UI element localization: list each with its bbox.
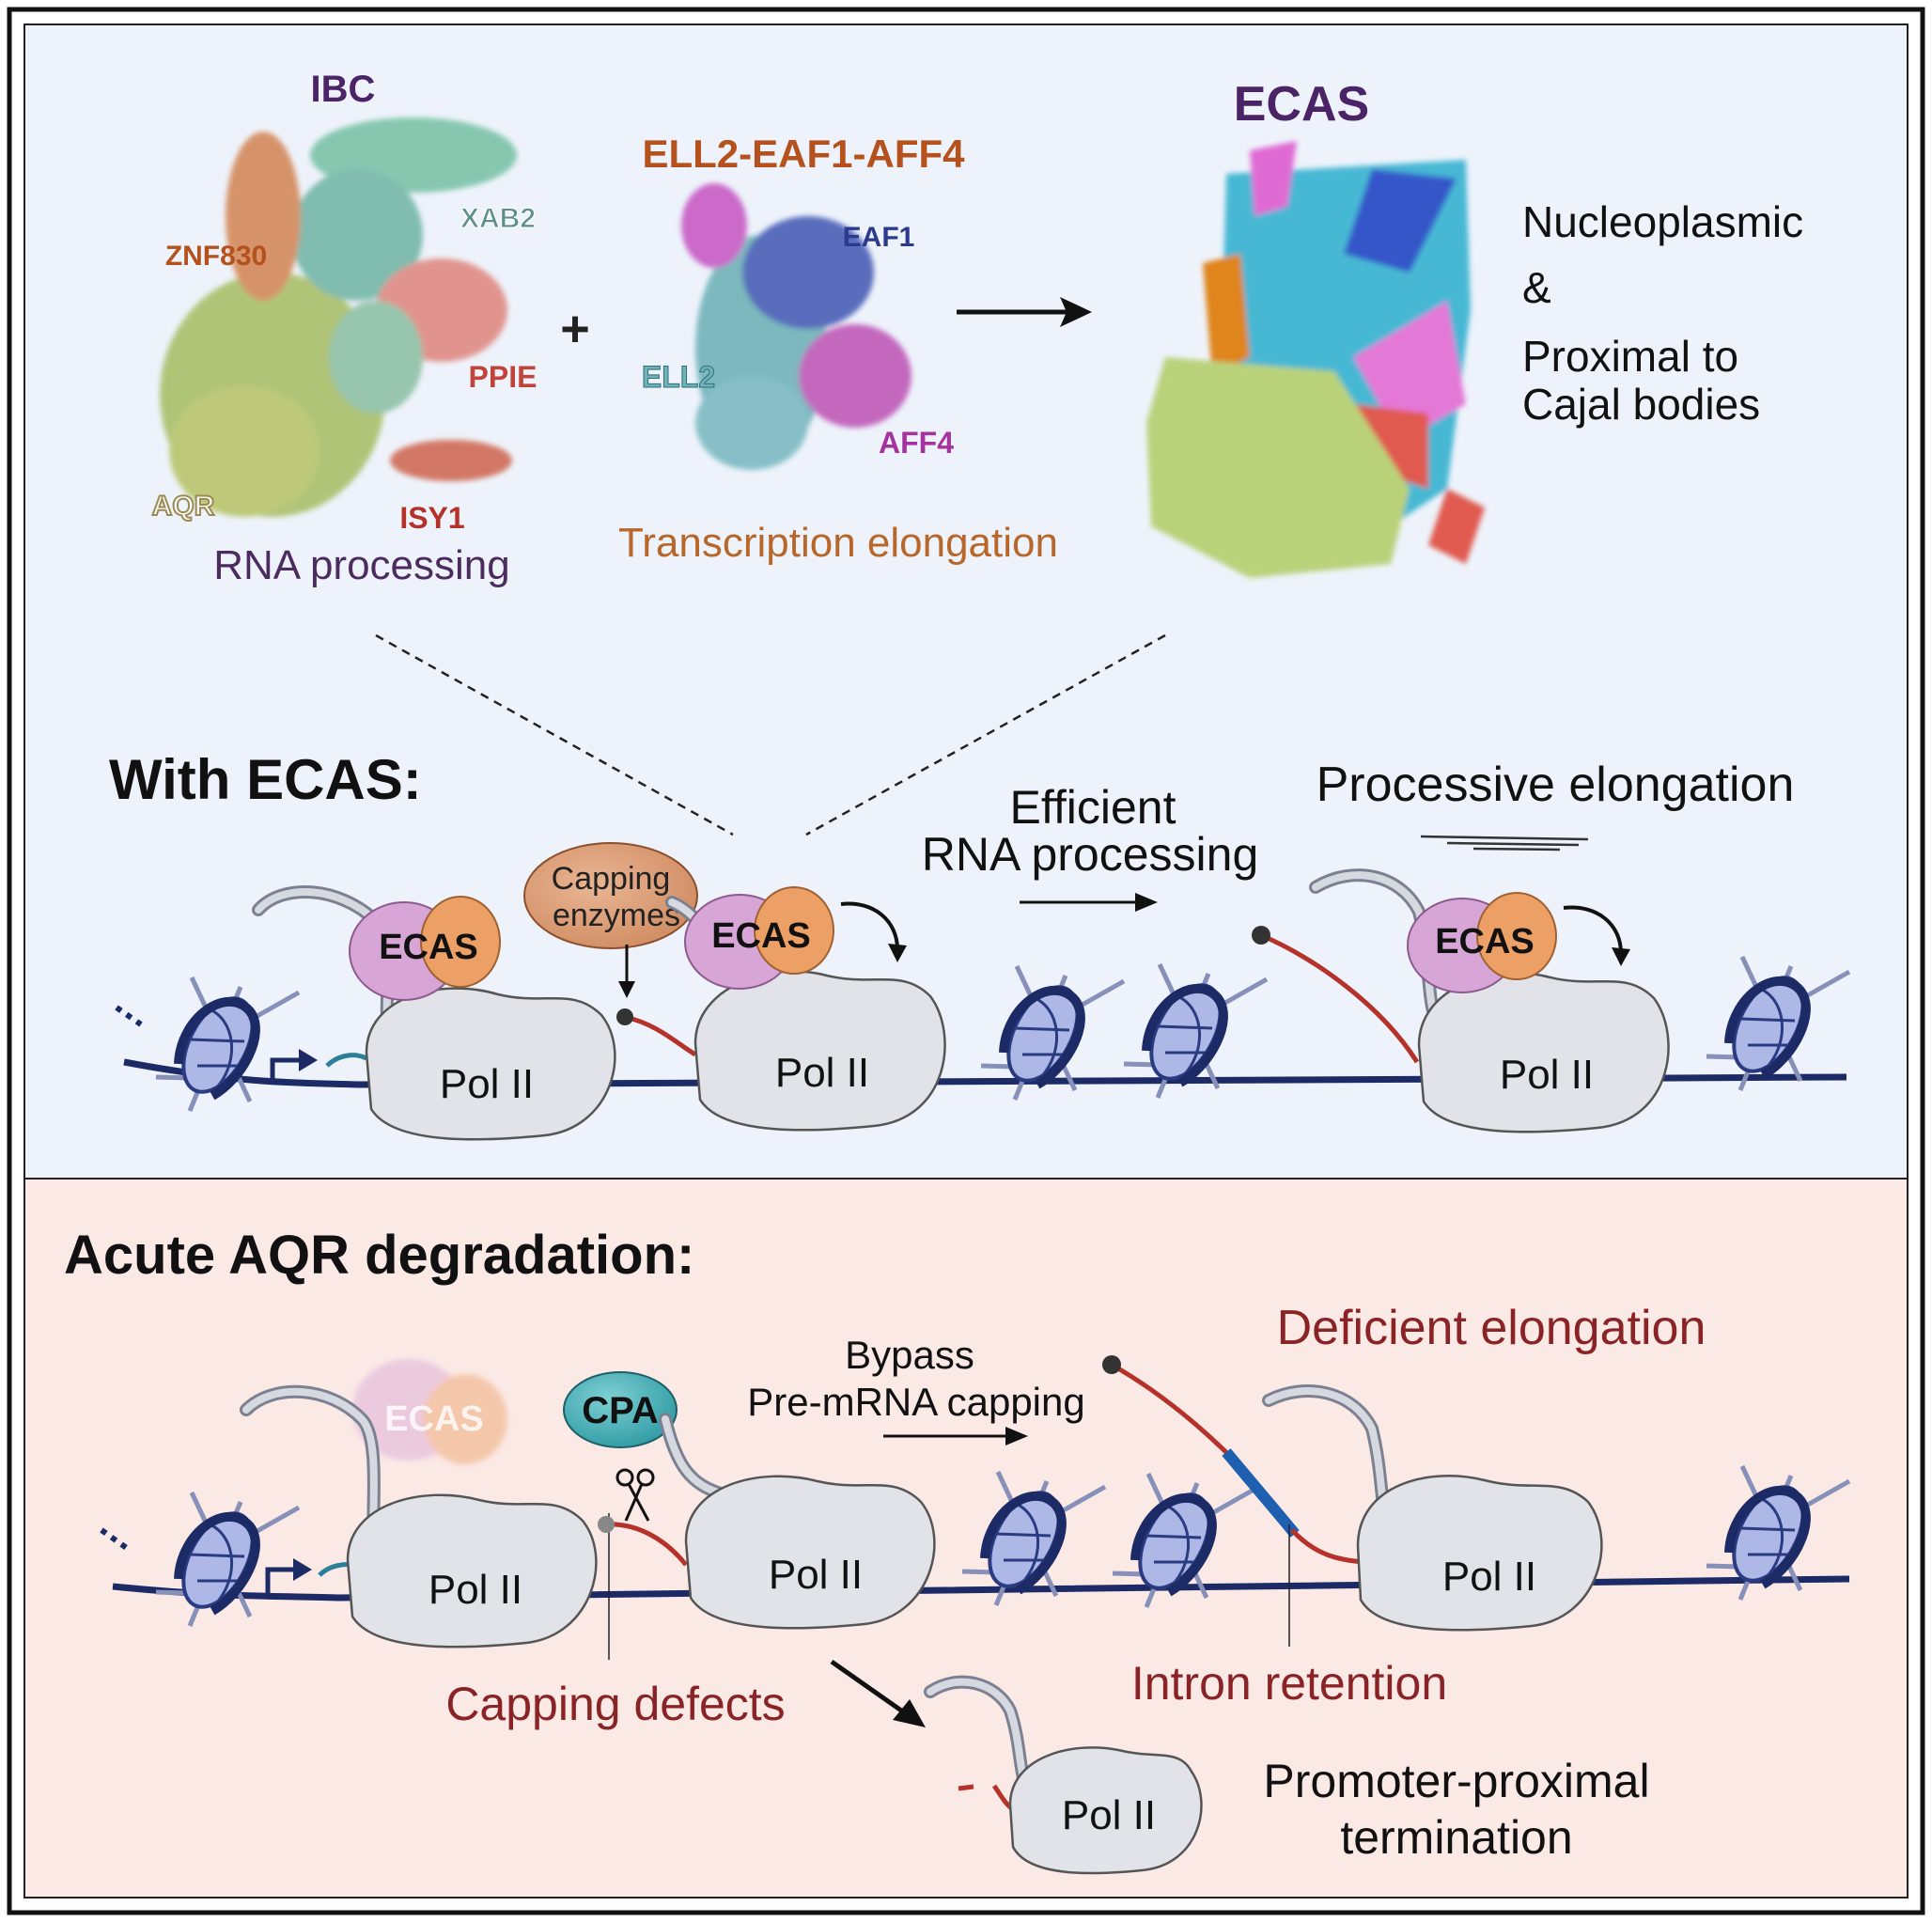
pol-ii-label: Pol II (428, 1567, 522, 1613)
ecas-label: ECAS (711, 916, 811, 956)
pol-ii-label: Pol II (440, 1061, 534, 1107)
pol-ii-label: Pol II (1442, 1554, 1536, 1600)
capping-enzymes-line-2: enzymes (553, 898, 680, 933)
ecas-note-line-3: Proximal to (1522, 332, 1738, 381)
promoter-arrow (265, 1567, 293, 1595)
bypass-line-2: Pre-mRNA capping (747, 1380, 1084, 1424)
ibc-subunit-znf830: ZNF830 (165, 241, 267, 272)
with-ecas-dna (115, 1005, 1847, 1088)
ecas-complex: ECAS (349, 896, 501, 1001)
ell-subunit-ell2: ELL2 (642, 360, 715, 394)
promoter-arrowhead (293, 1558, 312, 1581)
promoter-proximal-line-2: termination (1340, 1811, 1572, 1864)
ecas-structure (1146, 141, 1485, 578)
pol-ii-complex: Pol II (598, 1413, 936, 1630)
ecas-note-line-2: & (1522, 263, 1551, 312)
nascent-rna-stub (325, 1053, 368, 1068)
promoter-arrowhead (299, 1049, 318, 1071)
terminated-pol-ii: Pol II (924, 1675, 1203, 1875)
assembly-arrow (957, 297, 1092, 327)
ibc-subunit-xab2: XAB2 (460, 203, 536, 234)
ibc-title: IBC (311, 69, 376, 110)
faded-ecas-label: ECAS (384, 1399, 484, 1439)
ibc-subunit-aqr: AQR (152, 491, 215, 522)
pol-ii-complex: Pol II ECAS (1252, 868, 1670, 1133)
with-ecas-title: With ECAS: (109, 748, 422, 811)
promoter-arrow (270, 1057, 301, 1079)
ecas-label: ECAS (1435, 922, 1535, 961)
bypass-line-1: Bypass (845, 1333, 974, 1377)
ell-structure (681, 183, 911, 470)
pol-ii-complex: Pol II (1102, 1355, 1603, 1632)
deficient-elongation: Deficient elongation (1277, 1301, 1706, 1355)
ibc-subunit-isy1: ISY1 (399, 501, 464, 535)
ell-title: ELL2-EAF1-AFF4 (642, 132, 965, 176)
zoom-line-right (805, 633, 1166, 836)
intron-retention: Intron retention (1131, 1657, 1447, 1710)
motion-lines (1420, 835, 1589, 852)
efficient-arrowhead (1135, 893, 1158, 912)
pol-ii-label: Pol II (775, 1050, 869, 1096)
efficient-line-2: RNA processing (922, 828, 1259, 881)
cpa-complex: CPA (563, 1371, 678, 1448)
cpa-label: CPA (582, 1390, 658, 1431)
scissors-icon (615, 1468, 655, 1522)
ell-caption: Transcription elongation (618, 520, 1058, 566)
pol-ii-complex: Pol II ECAS (616, 886, 946, 1132)
pol-ii-label: Pol II (769, 1552, 863, 1598)
ibc-caption: RNA processing (213, 542, 509, 588)
capping-enzymes-line-1: Capping (552, 861, 671, 897)
faded-ecas (352, 1359, 507, 1464)
ecas-title: ECAS (1234, 77, 1369, 132)
ibc-structure (160, 117, 517, 517)
capping-enzymes: Capping enzymes (523, 842, 698, 949)
ell-subunit-eaf1: EAF1 (843, 222, 915, 253)
ell-subunit-aff4: AFF4 (879, 426, 954, 460)
pol-ii-label: Pol II (1500, 1052, 1594, 1098)
capping-arrowhead (618, 981, 635, 998)
processive-elongation: Processive elongation (1317, 758, 1795, 812)
ecas-location-note: Nucleoplasmic & Proximal to Cajal bodies (1522, 197, 1803, 429)
promoter-proximal-line-1: Promoter-proximal (1263, 1755, 1649, 1807)
capping-defects: Capping defects (445, 1678, 785, 1730)
pol-ii-complex: Pol II (240, 1384, 598, 1649)
pol-ii-complex: Pol II (252, 884, 616, 1141)
plus-sign: + (560, 301, 590, 357)
ecas-note-line-4: Cajal bodies (1522, 380, 1760, 429)
aqr-title: Acute AQR degradation: (64, 1225, 694, 1286)
pol-ii-label: Pol II (1062, 1792, 1156, 1838)
termination-arrowhead (893, 1699, 926, 1727)
ecas-note-line-1: Nucleoplasmic (1522, 197, 1803, 246)
aqr-dna (100, 1527, 1850, 1602)
efficient-line-1: Efficient (1010, 781, 1176, 834)
bypass-arrowhead (1005, 1427, 1028, 1445)
zoom-line-left (375, 633, 734, 836)
ecas-label: ECAS (379, 928, 478, 967)
termination-arrow (830, 1659, 906, 1715)
ibc-subunit-ppie: PPIE (469, 360, 538, 394)
